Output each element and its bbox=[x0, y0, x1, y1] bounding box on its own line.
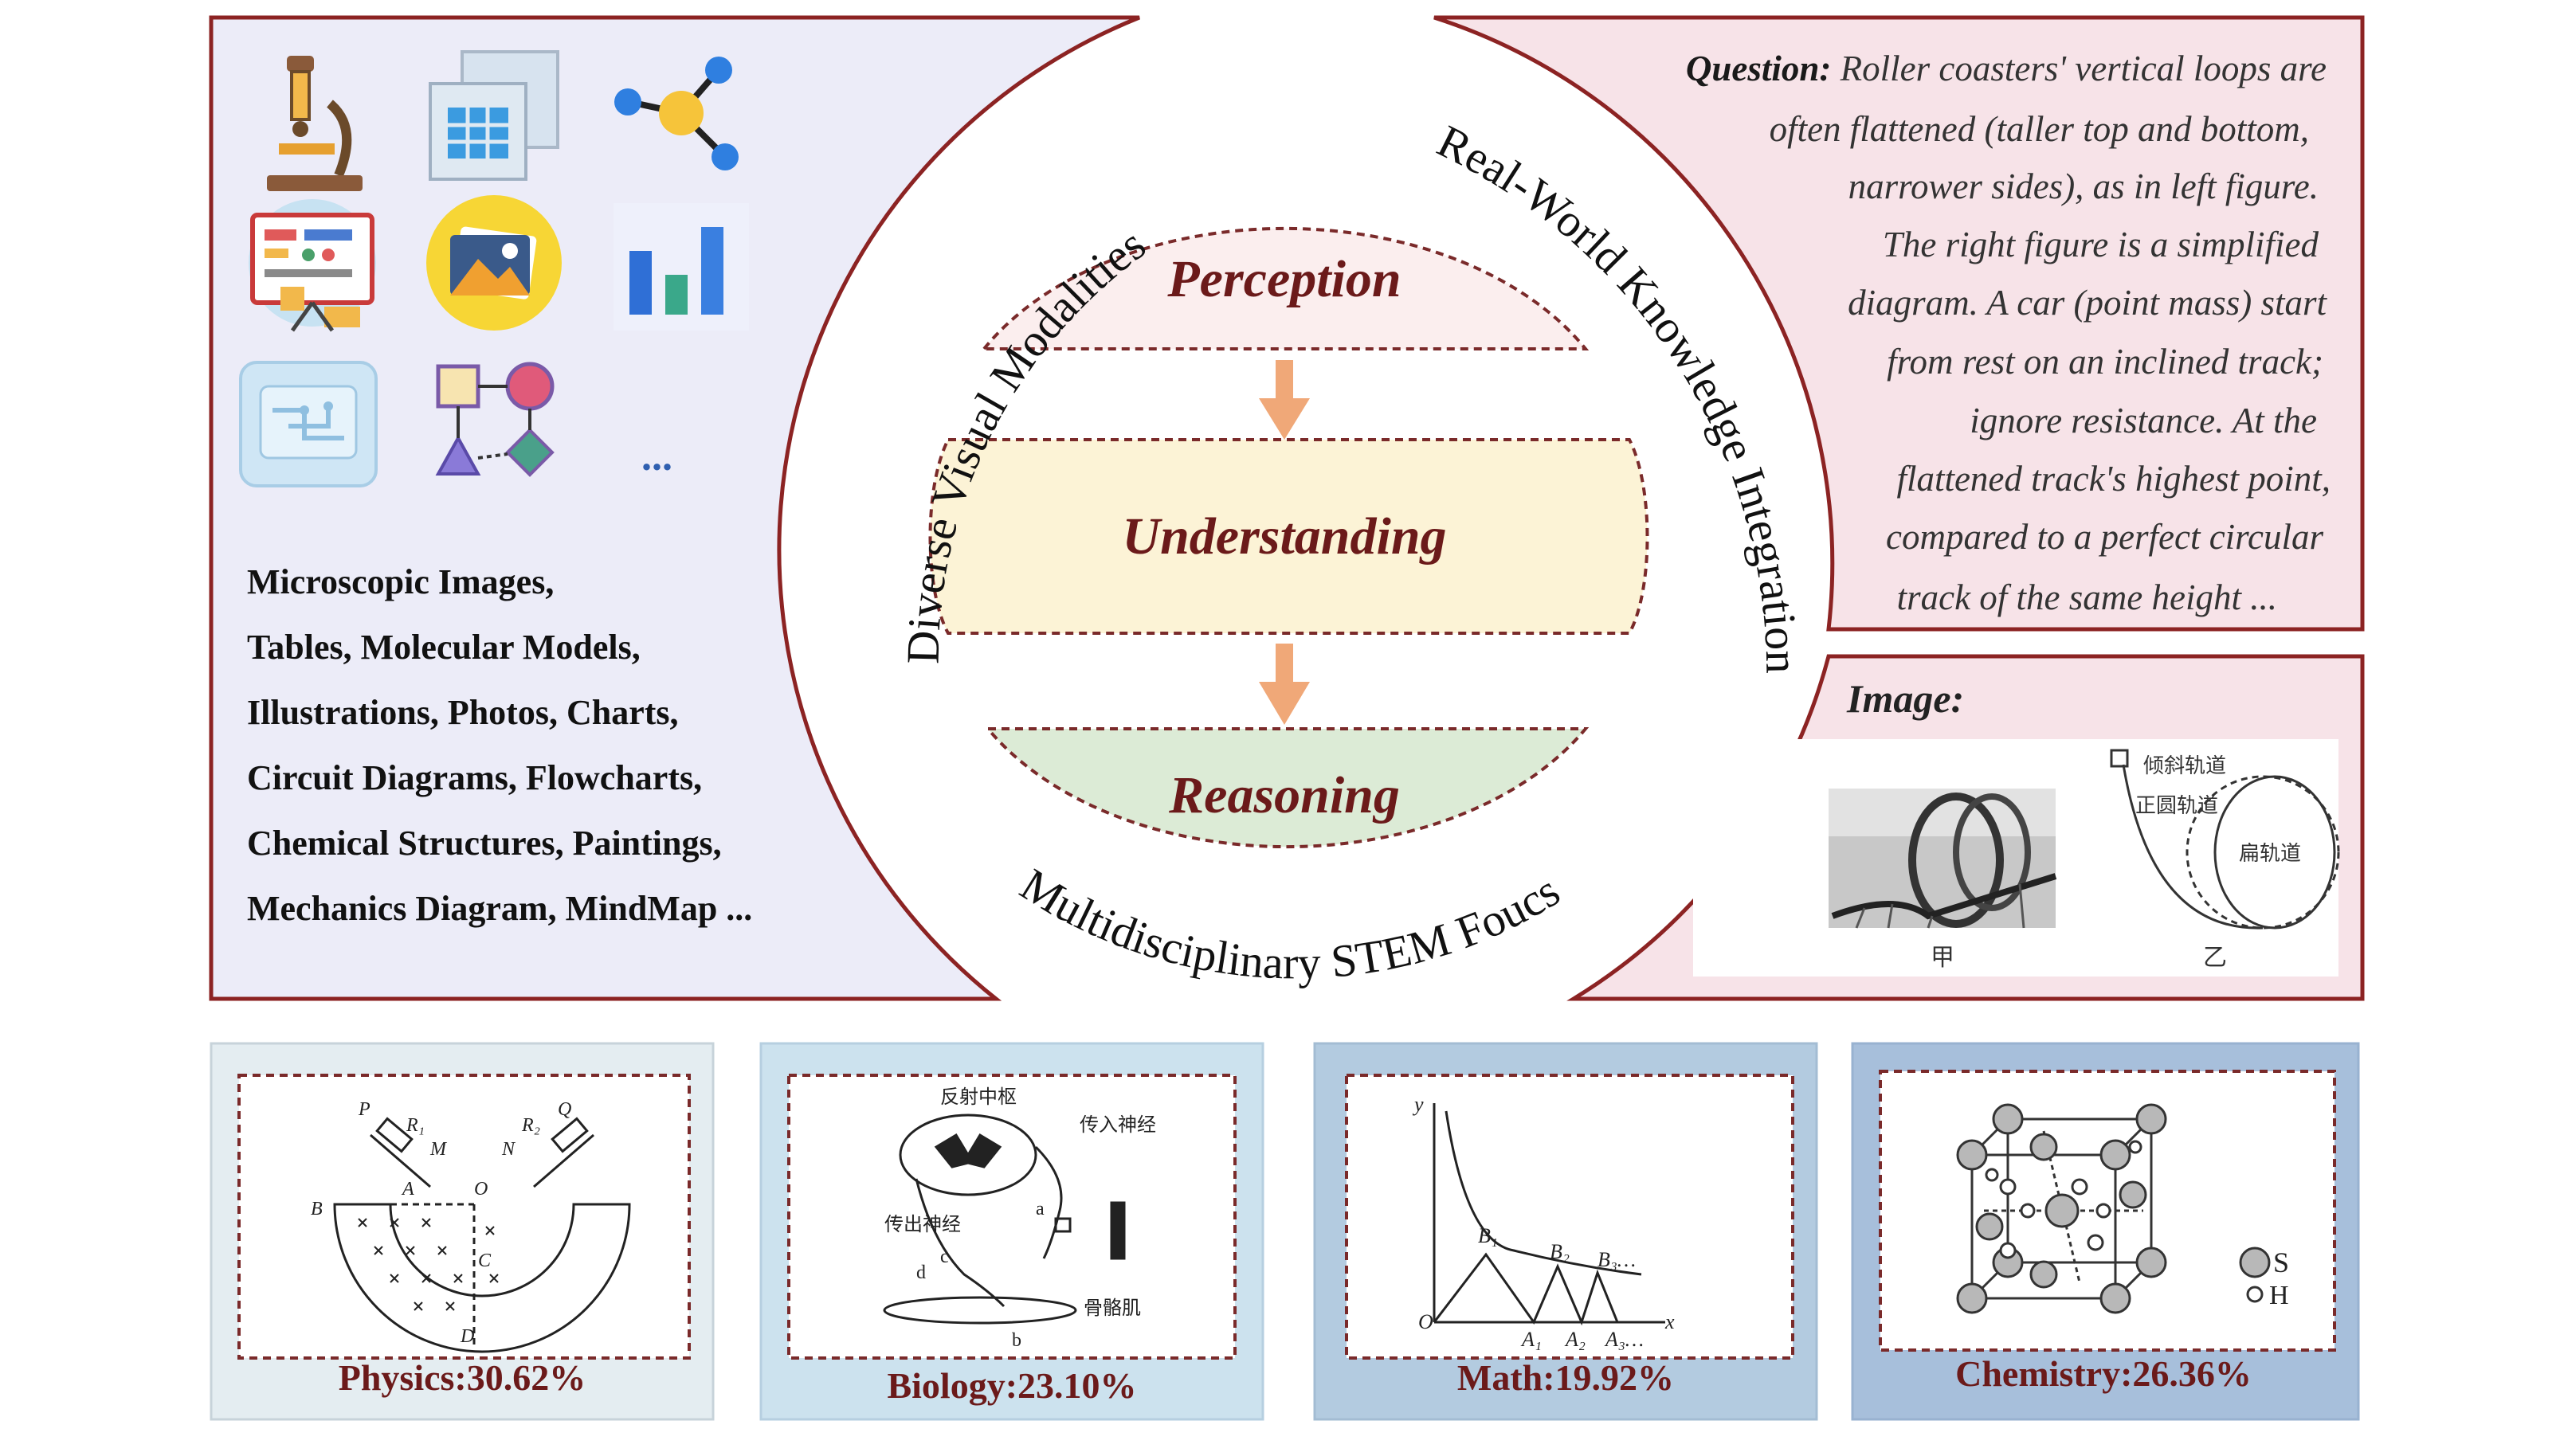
physics-figure bbox=[333, 1117, 631, 1353]
modality-list: Microscopic Images, Tables, Molecular Mo… bbox=[247, 550, 884, 941]
biology-figure-frame bbox=[787, 1074, 1237, 1360]
track-label-circular: 正圆轨道 bbox=[2135, 794, 2218, 817]
arc-label-bottom: Multidisciplinary STEM Foucs bbox=[1012, 859, 1569, 989]
chemistry-legend bbox=[2239, 1247, 2271, 1303]
stage-reasoning: Reasoning bbox=[1168, 766, 1400, 824]
subject-label-chemistry: Chemistry:26.36% bbox=[1955, 1353, 2252, 1394]
math-figure bbox=[1433, 1103, 1665, 1326]
subject-label-math: Math:19.92% bbox=[1457, 1357, 1674, 1398]
arrow-down-icon bbox=[1259, 644, 1310, 725]
molecule-icon bbox=[614, 57, 739, 170]
chem-legend-S: S bbox=[2273, 1247, 2289, 1278]
bar-chart-icon bbox=[614, 203, 749, 331]
subject-label-physics: Physics:30.62% bbox=[339, 1357, 586, 1398]
phys-label-Q: Q bbox=[558, 1099, 571, 1120]
phys-label-C: C bbox=[478, 1251, 492, 1271]
math-label-B2: B₂ bbox=[1550, 1240, 1570, 1263]
question-text: Roller coasters' vertical loops are bbox=[1840, 49, 2327, 88]
math-label-x: x bbox=[1664, 1310, 1675, 1333]
phys-label-B: B bbox=[311, 1199, 323, 1219]
phys-label-A: A bbox=[401, 1179, 414, 1200]
arrow-down-icon bbox=[1259, 360, 1310, 440]
question-line-0: Question: Roller coasters' vertical loop… bbox=[1609, 48, 2327, 89]
track-label-flattened: 扁轨道 bbox=[2239, 842, 2301, 865]
modality-line: Tables, Molecular Models, bbox=[247, 628, 641, 667]
left-figure-caption: 甲 bbox=[1931, 945, 1954, 971]
track-label-inclined: 倾斜轨道 bbox=[2143, 754, 2226, 777]
modality-line: Microscopic Images, bbox=[247, 562, 555, 601]
bio-label-d: d bbox=[916, 1262, 926, 1283]
stage-understanding: Understanding bbox=[1122, 507, 1446, 566]
phys-label-O: O bbox=[474, 1179, 488, 1200]
bio-label-muscle: 骨骼肌 bbox=[1084, 1297, 1141, 1319]
track-diagram bbox=[2110, 749, 2340, 930]
image-label: Image: bbox=[1847, 676, 1965, 721]
math-label-O: O bbox=[1418, 1310, 1433, 1333]
illustration-icon bbox=[249, 199, 376, 332]
physics-field-crosses bbox=[358, 1218, 499, 1311]
math-label-A2: A₂ bbox=[1564, 1328, 1586, 1351]
question-line: compared to a perfect circular bbox=[1885, 517, 2323, 557]
understanding-shape bbox=[928, 438, 1649, 635]
photo-icon bbox=[426, 195, 562, 331]
question-line: track of the same height ... bbox=[1896, 577, 2277, 617]
math-label-B3: B₃… bbox=[1598, 1248, 1636, 1271]
question-line: diagram. A car (point mass) start bbox=[1848, 283, 2327, 323]
flowchart-icon bbox=[435, 362, 555, 477]
biology-figure bbox=[883, 1114, 1126, 1325]
question-line: flattened track's highest point, bbox=[1896, 459, 2331, 499]
question-line: narrower sides), as in left figure. bbox=[1848, 166, 2319, 206]
phys-label-M: M bbox=[429, 1139, 448, 1160]
right-figure-caption: 乙 bbox=[2203, 945, 2227, 971]
phys-label-D: D bbox=[460, 1326, 474, 1347]
tables-icon bbox=[429, 50, 559, 181]
math-label-y: y bbox=[1412, 1093, 1424, 1116]
modality-line: Chemical Structures, Paintings, bbox=[247, 824, 722, 863]
chem-legend-H: H bbox=[2269, 1281, 2289, 1310]
question-line: The right figure is a simplified bbox=[1882, 225, 2319, 264]
math-label-A1: A₁ bbox=[1520, 1328, 1542, 1351]
more-icon: ... bbox=[641, 434, 672, 479]
math-label-B1: B₁ bbox=[1478, 1224, 1498, 1247]
modality-line: Circuit Diagrams, Flowcharts, bbox=[247, 758, 703, 797]
modality-line: Illustrations, Photos, Charts, bbox=[247, 693, 679, 732]
question-line: from rest on an inclined track; bbox=[1887, 342, 2323, 382]
stage-perception: Perception bbox=[1166, 250, 1401, 308]
roller-coaster-photo bbox=[1829, 789, 2057, 929]
bio-label-afferent: 传入神经 bbox=[1080, 1114, 1156, 1136]
reasoning-shape bbox=[984, 727, 1590, 849]
question-line: often flattened (taller top and bottom, bbox=[1769, 109, 2309, 149]
phys-label-P: P bbox=[358, 1099, 370, 1120]
bio-label-a: a bbox=[1036, 1199, 1045, 1219]
perception-shape bbox=[980, 226, 1590, 350]
physics-figure-frame bbox=[237, 1074, 691, 1360]
math-figure-frame bbox=[1345, 1074, 1794, 1360]
subject-label-biology: Biology:23.10% bbox=[887, 1365, 1136, 1406]
bio-label-efferent: 传出神经 bbox=[884, 1214, 961, 1235]
chemistry-figure bbox=[1956, 1103, 2167, 1314]
bio-label-center: 反射中枢 bbox=[940, 1086, 1017, 1108]
question-line: ignore resistance. At the bbox=[1970, 401, 2317, 440]
question-panel-bg bbox=[1433, 15, 2365, 632]
circuit-icon bbox=[239, 361, 378, 487]
math-label-A3: A₃… bbox=[1604, 1328, 1644, 1351]
modality-line: Mechanics Diagram, MindMap ... bbox=[247, 889, 753, 928]
bio-label-c: c bbox=[940, 1247, 949, 1267]
phys-label-N: N bbox=[501, 1139, 516, 1160]
bio-label-b: b bbox=[1012, 1330, 1021, 1351]
microscope-icon bbox=[267, 56, 363, 191]
phys-label-R1: R₁ bbox=[406, 1115, 425, 1136]
question-label: Question: bbox=[1685, 49, 1832, 88]
phys-label-R2: R₂ bbox=[521, 1115, 540, 1136]
